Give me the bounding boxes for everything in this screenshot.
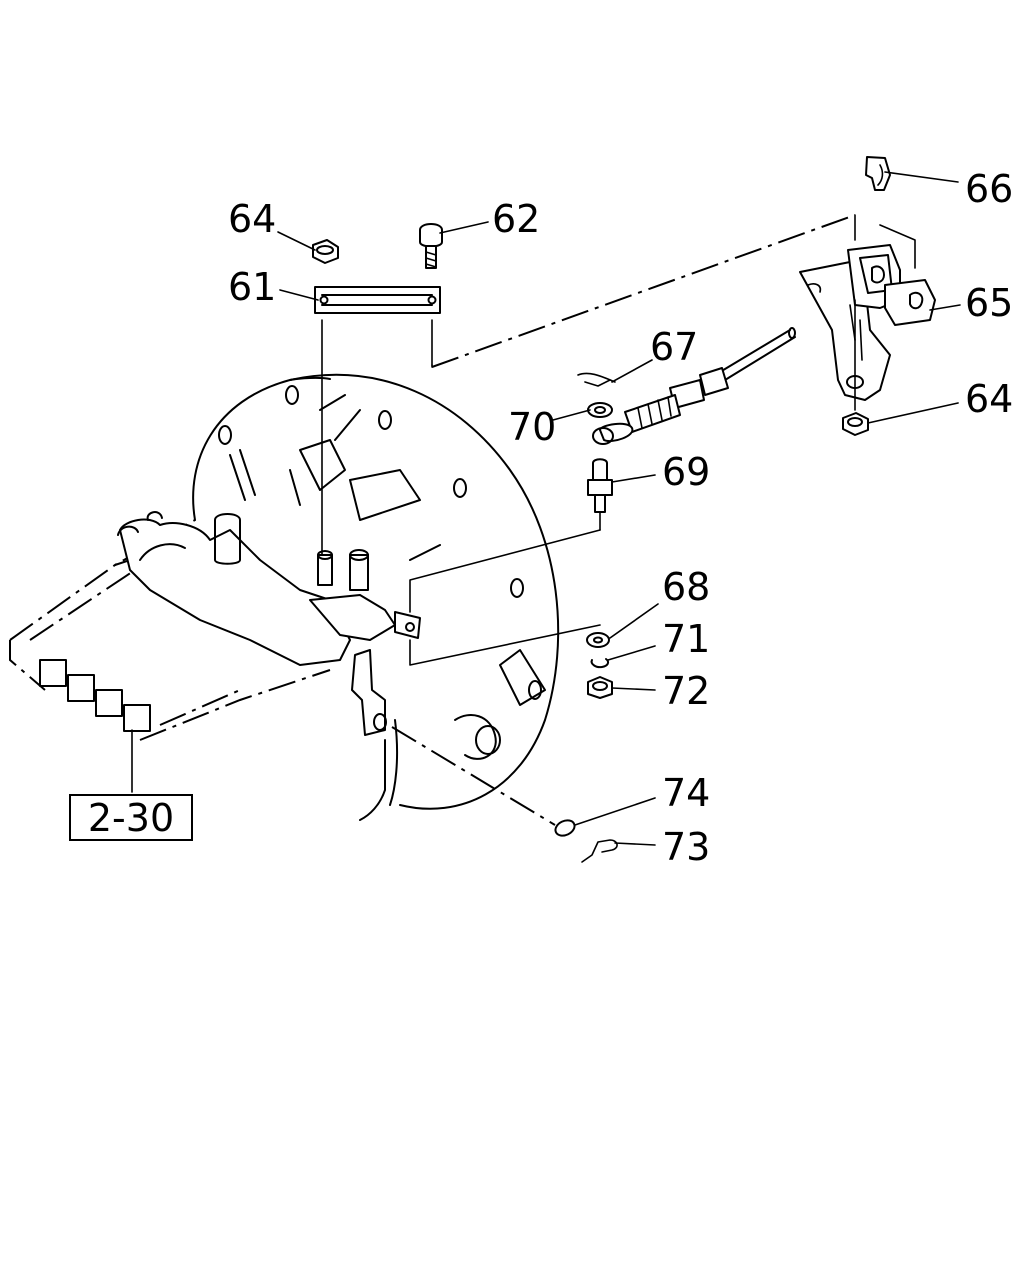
nut-64-right (842, 412, 869, 436)
plate-assembly-61 (314, 286, 441, 556)
nut-72 (587, 676, 613, 699)
nut-64-top (312, 239, 339, 264)
callout-65: 65 (965, 281, 1013, 325)
washer-74 (554, 819, 576, 837)
washer-68 (586, 632, 610, 648)
callout-71: 71 (662, 617, 710, 661)
callout-73: 73 (662, 825, 710, 869)
clip-66 (865, 156, 891, 191)
reference-box: 2-30 (69, 794, 193, 841)
leader-lines (277, 171, 961, 846)
callout-66: 66 (965, 167, 1013, 211)
lock-washer-71 (590, 658, 610, 669)
callout-61: 61 (228, 265, 276, 309)
callout-72: 72 (662, 669, 710, 713)
callout-62: 62 (492, 197, 540, 241)
pin-73 (581, 839, 618, 863)
callout-67: 67 (650, 325, 698, 369)
shift-cable (577, 327, 796, 445)
reference-box-label: 2-30 (88, 796, 174, 840)
washer-70 (587, 402, 613, 418)
callout-64-right: 64 (965, 377, 1013, 421)
transmission-assembly (9, 373, 560, 821)
bracket-65 (799, 224, 936, 411)
callout-70: 70 (508, 405, 556, 449)
bolt-62 (419, 223, 443, 269)
callout-69: 69 (662, 450, 710, 494)
stud-69 (587, 458, 613, 531)
callout-68: 68 (662, 565, 710, 609)
callout-74: 74 (662, 771, 710, 815)
callout-64-top: 64 (228, 197, 276, 241)
